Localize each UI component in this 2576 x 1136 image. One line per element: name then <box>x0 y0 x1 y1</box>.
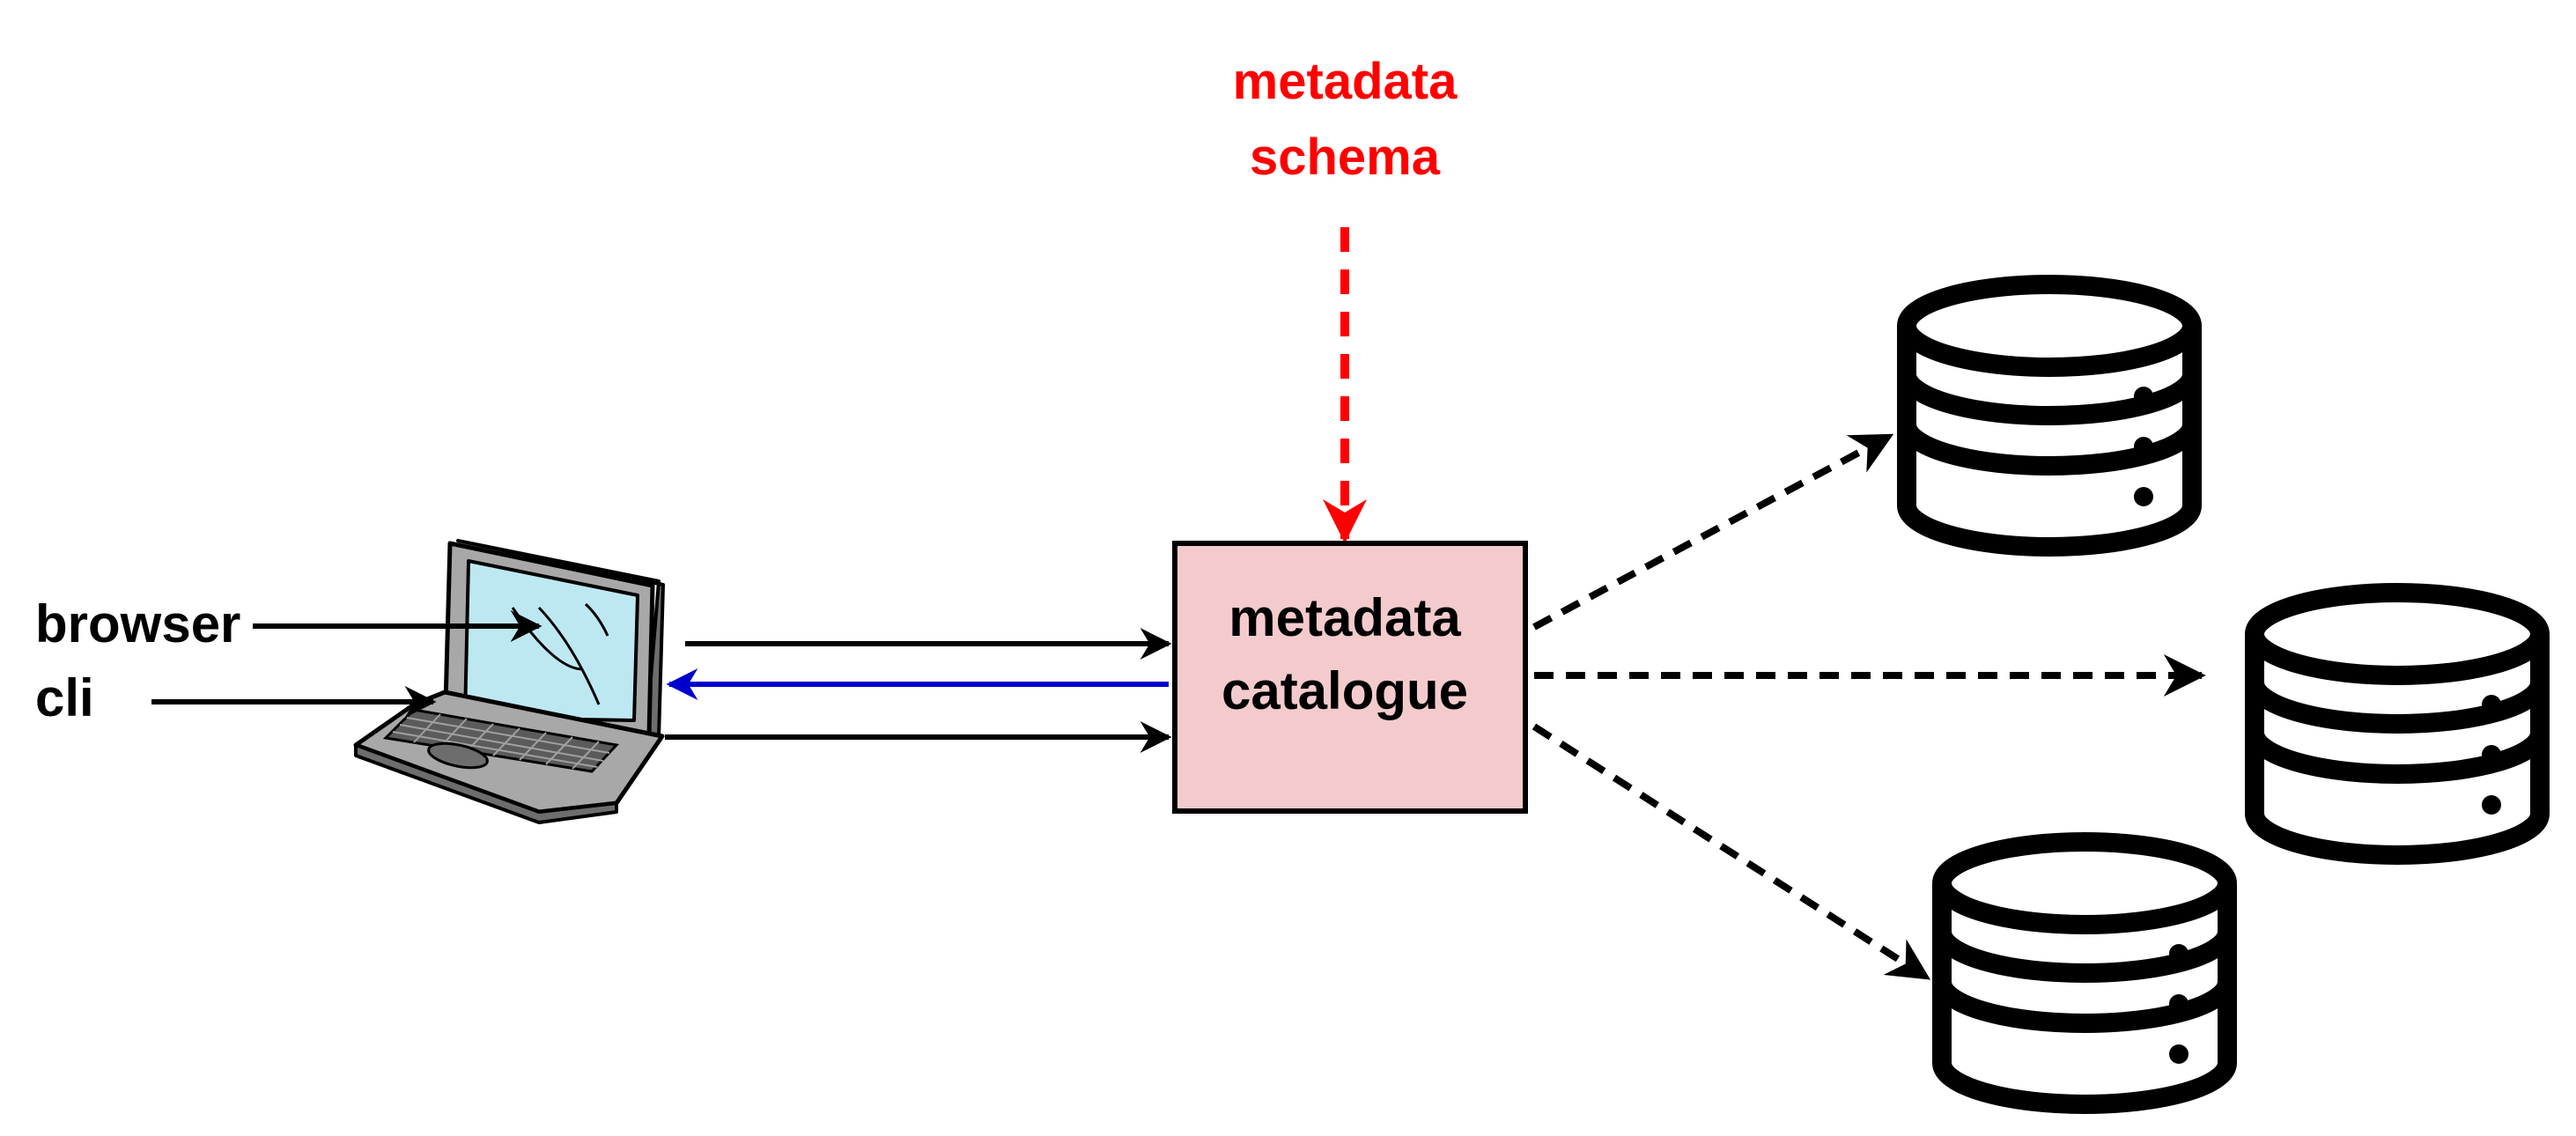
database-icon <box>1907 284 2192 547</box>
schema-label-line2: schema <box>1250 129 1441 186</box>
catalogue-box <box>1172 541 1528 814</box>
database-icon <box>2255 593 2540 855</box>
catalogue-label-line2: catalogue <box>1222 661 1468 720</box>
schema-label-line1: metadata <box>1233 53 1458 110</box>
catalogue-label-line1: metadata <box>1229 588 1461 647</box>
link-to-database-top <box>1532 432 1894 631</box>
laptop-icon <box>353 539 665 824</box>
browser-label: browser <box>35 594 240 653</box>
database-icon <box>1942 842 2227 1104</box>
link-to-database-bottom <box>1532 723 1931 981</box>
cli-label: cli <box>35 668 94 727</box>
